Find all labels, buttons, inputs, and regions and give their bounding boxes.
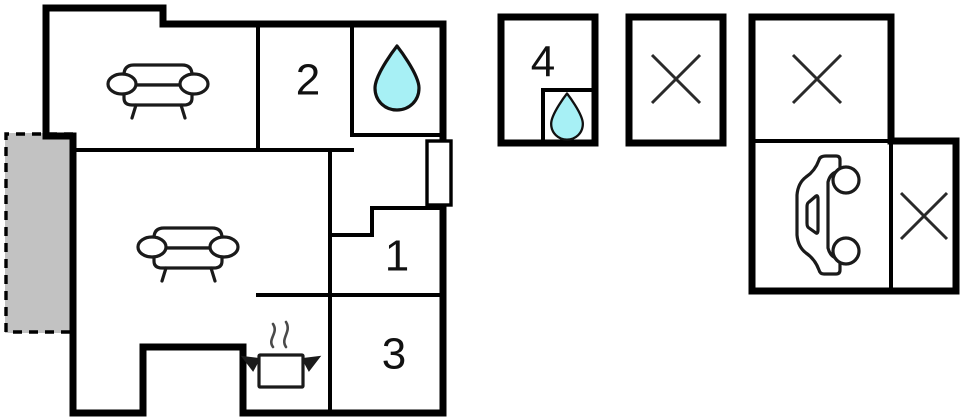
cross-icon-garage-right: [899, 191, 949, 241]
terrace-fill: [5, 133, 73, 333]
terrace-dashed-border: [4, 132, 73, 334]
room-number-3: 3: [382, 330, 406, 379]
window-east[interactable]: [425, 139, 453, 207]
storage-room-outline: [625, 13, 727, 147]
room-number-2: 2: [296, 56, 320, 105]
annex-unit-4-outline: [497, 13, 599, 147]
pot-handle-right: [301, 355, 322, 372]
annex-unit-4[interactable]: 4: [497, 13, 599, 147]
garage-block-outline: [748, 13, 960, 295]
annex-bathroom-walls: [541, 88, 594, 142]
sofa-icon-lower: [136, 226, 240, 283]
cross-icon-garage-upper: [791, 53, 843, 105]
cooking-pot-icon: [240, 320, 322, 389]
pot-handle-left: [240, 355, 261, 372]
car-icon: [795, 154, 861, 276]
terrace[interactable]: [4, 132, 73, 334]
storage-room[interactable]: [625, 13, 727, 147]
room-number-1: 1: [385, 232, 409, 281]
garage-block[interactable]: [748, 13, 960, 295]
room-number-4: 4: [531, 38, 555, 87]
window-east-frame: [425, 139, 453, 207]
sofa-icon-upper: [106, 63, 210, 120]
interior-walls: [71, 22, 445, 415]
water-drop-icon-annex: [550, 92, 584, 141]
cross-icon-storage: [650, 53, 702, 105]
wall-room1-step: [328, 206, 445, 237]
water-drop-icon-main: [373, 44, 421, 112]
main-house-outer-wall: [42, 4, 447, 417]
